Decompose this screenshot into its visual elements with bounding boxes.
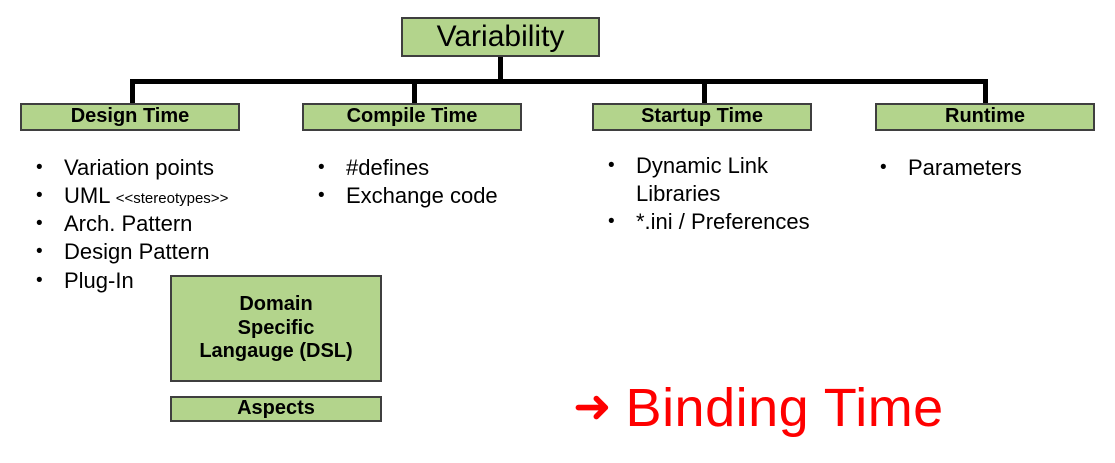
node-runtime: Runtime: [875, 103, 1095, 131]
list-item: • #defines: [318, 154, 548, 182]
node-aspects: Aspects: [170, 396, 382, 422]
connector-root-stem: [498, 57, 503, 83]
binding-time-label: Binding Time: [625, 378, 944, 438]
node-variability-label: Variability: [436, 20, 565, 54]
node-aspects-label: Aspects: [237, 397, 315, 420]
dsl-line-3: Langauge (DSL): [199, 340, 353, 363]
connector-horizontal-bus: [130, 79, 986, 84]
bullet-icon: •: [36, 241, 43, 263]
list-item: • Parameters: [880, 154, 1110, 182]
bullet-icon: •: [36, 157, 43, 178]
binding-time-callout: ➜ Binding Time: [573, 381, 944, 435]
list-item-label: Plug-In: [64, 267, 134, 293]
dsl-line-2: Specific: [237, 316, 315, 339]
node-startup-time-label: Startup Time: [641, 105, 763, 128]
node-runtime-label: Runtime: [945, 105, 1025, 128]
list-item: • *.ini / Preferences: [608, 208, 858, 236]
list-item: • UML <<stereotypes>>: [36, 182, 286, 210]
bullet-list-compile-time: • #defines • Exchange code: [318, 154, 548, 210]
list-item-label: *.ini / Preferences: [636, 209, 810, 235]
list-item-label: Arch. Pattern: [64, 211, 193, 237]
connector-drop-startup-time: [702, 79, 707, 105]
bullet-icon: •: [608, 211, 615, 233]
bullet-icon: •: [608, 155, 615, 176]
node-domain-specific-language: Domain Specific Langauge (DSL): [170, 275, 382, 382]
bullet-list-startup-time: • Dynamic Link Libraries • *.ini / Prefe…: [608, 152, 858, 236]
list-item-label: Parameters: [908, 155, 1022, 180]
list-item: • Exchange code: [318, 182, 548, 210]
bullet-icon: •: [36, 213, 43, 235]
list-item-label: Variation points: [64, 155, 215, 180]
node-design-time: Design Time: [20, 103, 240, 131]
list-item-label: #defines: [346, 155, 430, 180]
bullet-icon: •: [36, 185, 43, 207]
dsl-line-1: Domain: [239, 293, 313, 316]
list-item: • Arch. Pattern: [36, 210, 286, 238]
bullet-icon: •: [880, 157, 887, 178]
list-item-label: Design Pattern: [64, 239, 210, 265]
list-item-label: UML <<stereotypes>>: [64, 182, 286, 210]
list-item-label: Dynamic Link Libraries: [636, 153, 769, 207]
list-item-stereotype: <<stereotypes>>: [115, 190, 229, 208]
list-item: • Variation points: [36, 154, 286, 182]
node-variability: Variability: [401, 17, 600, 57]
list-item-label: Exchange code: [346, 183, 498, 209]
connector-drop-design-time: [130, 79, 135, 105]
node-startup-time: Startup Time: [592, 103, 812, 131]
connector-drop-runtime: [983, 79, 988, 105]
node-compile-time-label: Compile Time: [346, 105, 478, 128]
node-design-time-label: Design Time: [70, 105, 190, 128]
bullet-list-design-time: • Variation points • UML <<stereotypes>>…: [36, 154, 286, 295]
node-compile-time: Compile Time: [302, 103, 522, 131]
list-item: • Plug-In: [36, 267, 286, 295]
connector-drop-compile-time: [412, 79, 417, 105]
bullet-list-runtime: • Parameters: [880, 154, 1110, 182]
right-arrow-icon: ➜: [573, 380, 612, 432]
bullet-icon: •: [318, 185, 325, 207]
bullet-icon: •: [36, 269, 43, 291]
bullet-icon: •: [318, 157, 325, 178]
list-item: • Dynamic Link Libraries: [608, 152, 858, 208]
list-item: • Design Pattern: [36, 238, 286, 266]
list-item-text: UML: [64, 183, 116, 209]
